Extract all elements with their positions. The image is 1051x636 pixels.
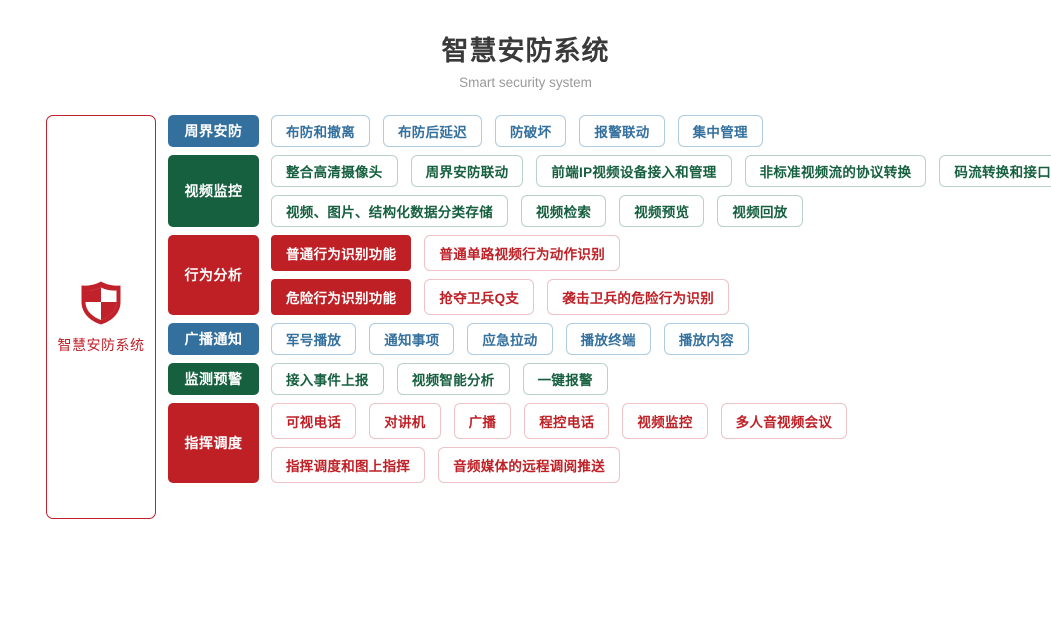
item-chip[interactable]: 布防后延迟 — [383, 115, 482, 147]
item-chip[interactable]: 多人音视频会议 — [720, 403, 848, 439]
item-chip-primary[interactable]: 危险行为识别功能 — [271, 279, 412, 315]
item-chip[interactable]: 通知事项 — [369, 323, 455, 355]
item-chip[interactable]: 军号播放 — [271, 323, 357, 355]
item-row: 危险行为识别功能 抢夺卫兵Q支 袭击卫兵的危险行为识别 — [271, 279, 1051, 315]
item-chip[interactable]: 视频监控 — [622, 403, 708, 439]
item-row: 布防和撤离 布防后延迟 防破坏 报警联动 集中管理 — [271, 115, 1051, 147]
brand-label: 智慧安防系统 — [57, 336, 145, 353]
category-items-0: 布防和撤离 布防后延迟 防破坏 报警联动 集中管理 — [271, 115, 1051, 147]
item-chip[interactable]: 可视电话 — [271, 403, 357, 439]
item-chip[interactable]: 视频检索 — [521, 195, 607, 227]
item-chip-primary[interactable]: 普通行为识别功能 — [271, 235, 412, 271]
page-subtitle: Smart security system — [459, 75, 592, 90]
item-chip[interactable]: 一键报警 — [522, 363, 608, 395]
item-chip[interactable]: 布防和撤离 — [271, 115, 370, 147]
category-label-1[interactable]: 视频监控 — [168, 155, 259, 227]
category-row-1: 视频监控 整合高清摄像头 周界安防联动 前端IP视频设备接入和管理 非标准视频流… — [168, 155, 1051, 227]
item-chip[interactable]: 整合高清摄像头 — [271, 155, 398, 187]
category-items-4: 接入事件上报 视频智能分析 一键报警 — [271, 363, 1051, 395]
item-chip[interactable]: 集中管理 — [677, 115, 763, 147]
category-row-3: 广播通知 军号播放 通知事项 应急拉动 播放终端 播放内容 — [168, 323, 1051, 355]
content-area: 智慧安防系统 周界安防 布防和撤离 布防后延迟 防破坏 报警联动 集中管理 — [0, 115, 1051, 519]
item-chip[interactable]: 应急拉动 — [467, 323, 553, 355]
item-chip[interactable]: 普通单路视频行为动作识别 — [424, 235, 621, 271]
item-chip[interactable]: 接入事件上报 — [271, 363, 384, 395]
item-chip[interactable]: 袭击卫兵的危险行为识别 — [547, 279, 730, 315]
item-chip[interactable]: 视频智能分析 — [396, 363, 510, 395]
item-row: 整合高清摄像头 周界安防联动 前端IP视频设备接入和管理 非标准视频流的协议转换… — [271, 155, 1051, 187]
item-row: 普通行为识别功能 普通单路视频行为动作识别 — [271, 235, 1051, 271]
page-header: 智慧安防系统 Smart security system — [0, 0, 1051, 92]
item-chip[interactable]: 广播 — [453, 403, 512, 439]
item-chip[interactable]: 周界安防联动 — [410, 155, 524, 187]
category-items-1: 整合高清摄像头 周界安防联动 前端IP视频设备接入和管理 非标准视频流的协议转换… — [271, 155, 1051, 227]
category-label-2[interactable]: 行为分析 — [168, 235, 259, 315]
category-rows: 周界安防 布防和撤离 布防后延迟 防破坏 报警联动 集中管理 视频监控 整合 — [168, 115, 1051, 483]
item-chip[interactable]: 播放内容 — [663, 323, 750, 355]
category-row-0: 周界安防 布防和撤离 布防后延迟 防破坏 报警联动 集中管理 — [168, 115, 1051, 147]
category-label-4[interactable]: 监测预警 — [168, 363, 259, 395]
category-label-3[interactable]: 广播通知 — [168, 323, 259, 355]
category-items-2: 普通行为识别功能 普通单路视频行为动作识别 危险行为识别功能 抢夺卫兵Q支 袭击… — [271, 235, 1051, 315]
item-chip[interactable]: 对讲机 — [369, 403, 441, 439]
item-row: 指挥调度和图上指挥 音频媒体的远程调阅推送 — [271, 447, 1051, 483]
item-chip[interactable]: 码流转换和接口转换 — [939, 155, 1051, 187]
item-chip[interactable]: 抢夺卫兵Q支 — [424, 279, 535, 315]
item-chip[interactable]: 非标准视频流的协议转换 — [744, 155, 927, 187]
item-chip[interactable]: 防破坏 — [495, 115, 567, 147]
item-chip[interactable]: 指挥调度和图上指挥 — [271, 447, 426, 483]
item-chip[interactable]: 程控电话 — [524, 403, 610, 439]
item-row: 视频、图片、结构化数据分类存储 视频检索 视频预览 视频回放 — [271, 195, 1051, 227]
item-row: 可视电话 对讲机 广播 程控电话 视频监控 多人音视频会议 — [271, 403, 1051, 439]
item-chip[interactable]: 视频预览 — [619, 195, 705, 227]
item-row: 接入事件上报 视频智能分析 一键报警 — [271, 363, 1051, 395]
category-row-4: 监测预警 接入事件上报 视频智能分析 一键报警 — [168, 363, 1051, 395]
brand-panel: 智慧安防系统 — [46, 115, 156, 519]
item-chip[interactable]: 视频、图片、结构化数据分类存储 — [271, 195, 508, 227]
item-chip[interactable]: 报警联动 — [579, 115, 665, 147]
item-chip[interactable]: 前端IP视频设备接入和管理 — [536, 155, 732, 187]
item-row: 军号播放 通知事项 应急拉动 播放终端 播放内容 — [271, 323, 1051, 355]
category-row-2: 行为分析 普通行为识别功能 普通单路视频行为动作识别 危险行为识别功能 抢夺卫兵… — [168, 235, 1051, 315]
item-chip[interactable]: 播放终端 — [565, 323, 651, 355]
item-chip[interactable]: 视频回放 — [717, 195, 803, 227]
page-title: 智慧安防系统 — [441, 36, 610, 66]
category-items-3: 军号播放 通知事项 应急拉动 播放终端 播放内容 — [271, 323, 1051, 355]
item-chip[interactable]: 音频媒体的远程调阅推送 — [438, 447, 621, 483]
category-items-5: 可视电话 对讲机 广播 程控电话 视频监控 多人音视频会议 指挥调度和图上指挥 … — [271, 403, 1051, 483]
category-label-0[interactable]: 周界安防 — [168, 115, 259, 147]
category-label-5[interactable]: 指挥调度 — [168, 403, 259, 483]
shield-icon — [81, 281, 121, 324]
category-row-5: 指挥调度 可视电话 对讲机 广播 程控电话 视频监控 多人音视频会议 指挥调度和… — [168, 403, 1051, 483]
